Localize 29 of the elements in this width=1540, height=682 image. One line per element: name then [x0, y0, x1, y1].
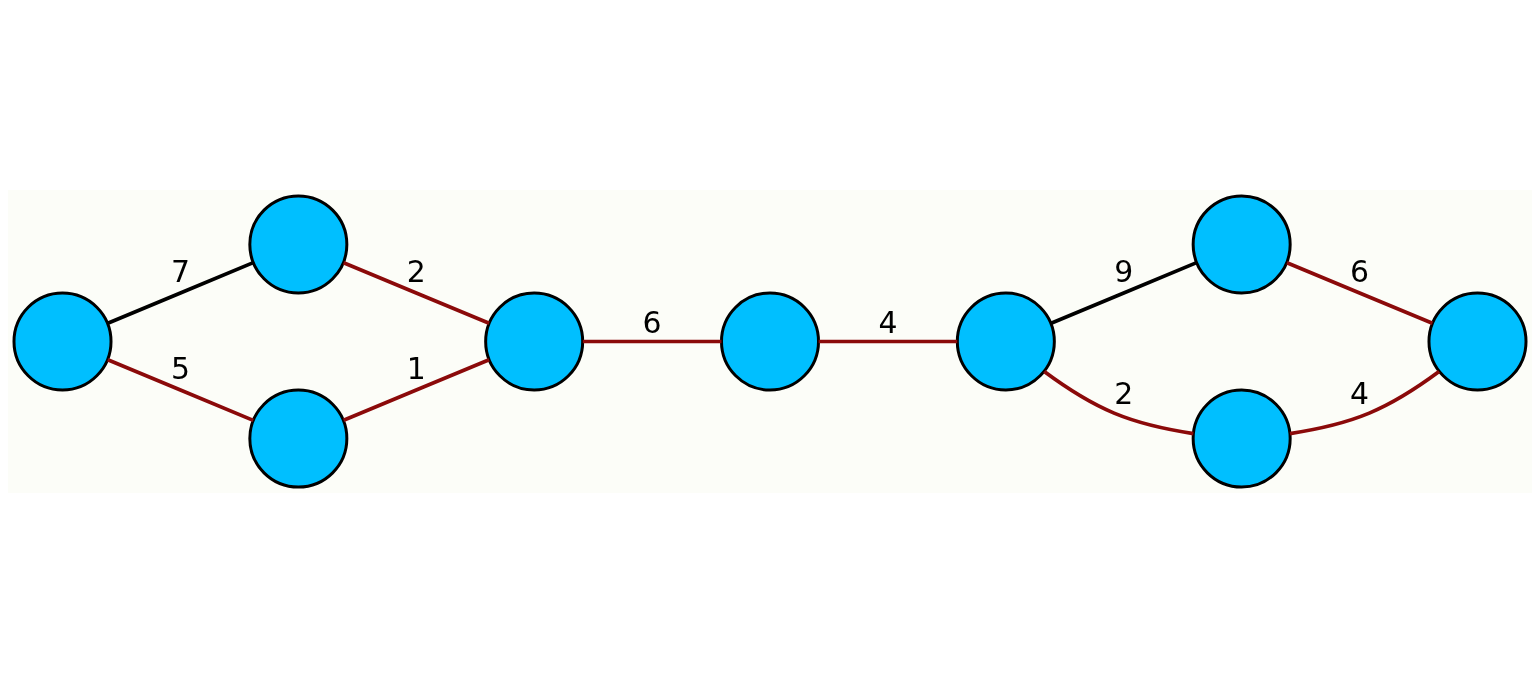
edge-label: 4: [1350, 375, 1370, 411]
node-circle: [1427, 291, 1528, 391]
edge-label: 9: [1114, 253, 1134, 289]
node-circle: [955, 291, 1056, 391]
edge-label: 4: [878, 304, 898, 340]
edge-label: 7: [170, 253, 190, 289]
node-circle: [1191, 388, 1292, 489]
edge-label: 6: [1350, 253, 1370, 289]
edge-label: 2: [1114, 375, 1134, 411]
edge-label: 2: [406, 253, 426, 289]
node-circle: [248, 193, 349, 294]
connector: [1286, 260, 1434, 325]
node-circle: [12, 291, 113, 391]
node-circle: [248, 388, 349, 489]
node-circle: [484, 291, 585, 391]
node-circle: [1191, 193, 1292, 294]
connector: [582, 339, 722, 343]
edge-label: 5: [170, 350, 190, 386]
connector: [1043, 369, 1194, 435]
connector: [818, 339, 958, 343]
connector: [107, 357, 254, 422]
edge-label: 6: [642, 304, 662, 340]
connector: [342, 260, 490, 325]
connector: [1050, 260, 1198, 325]
connector: [107, 260, 254, 325]
edge-label: 1: [406, 350, 426, 386]
node-circle: [720, 291, 820, 391]
connector: [1289, 369, 1441, 435]
connector: [342, 357, 490, 422]
